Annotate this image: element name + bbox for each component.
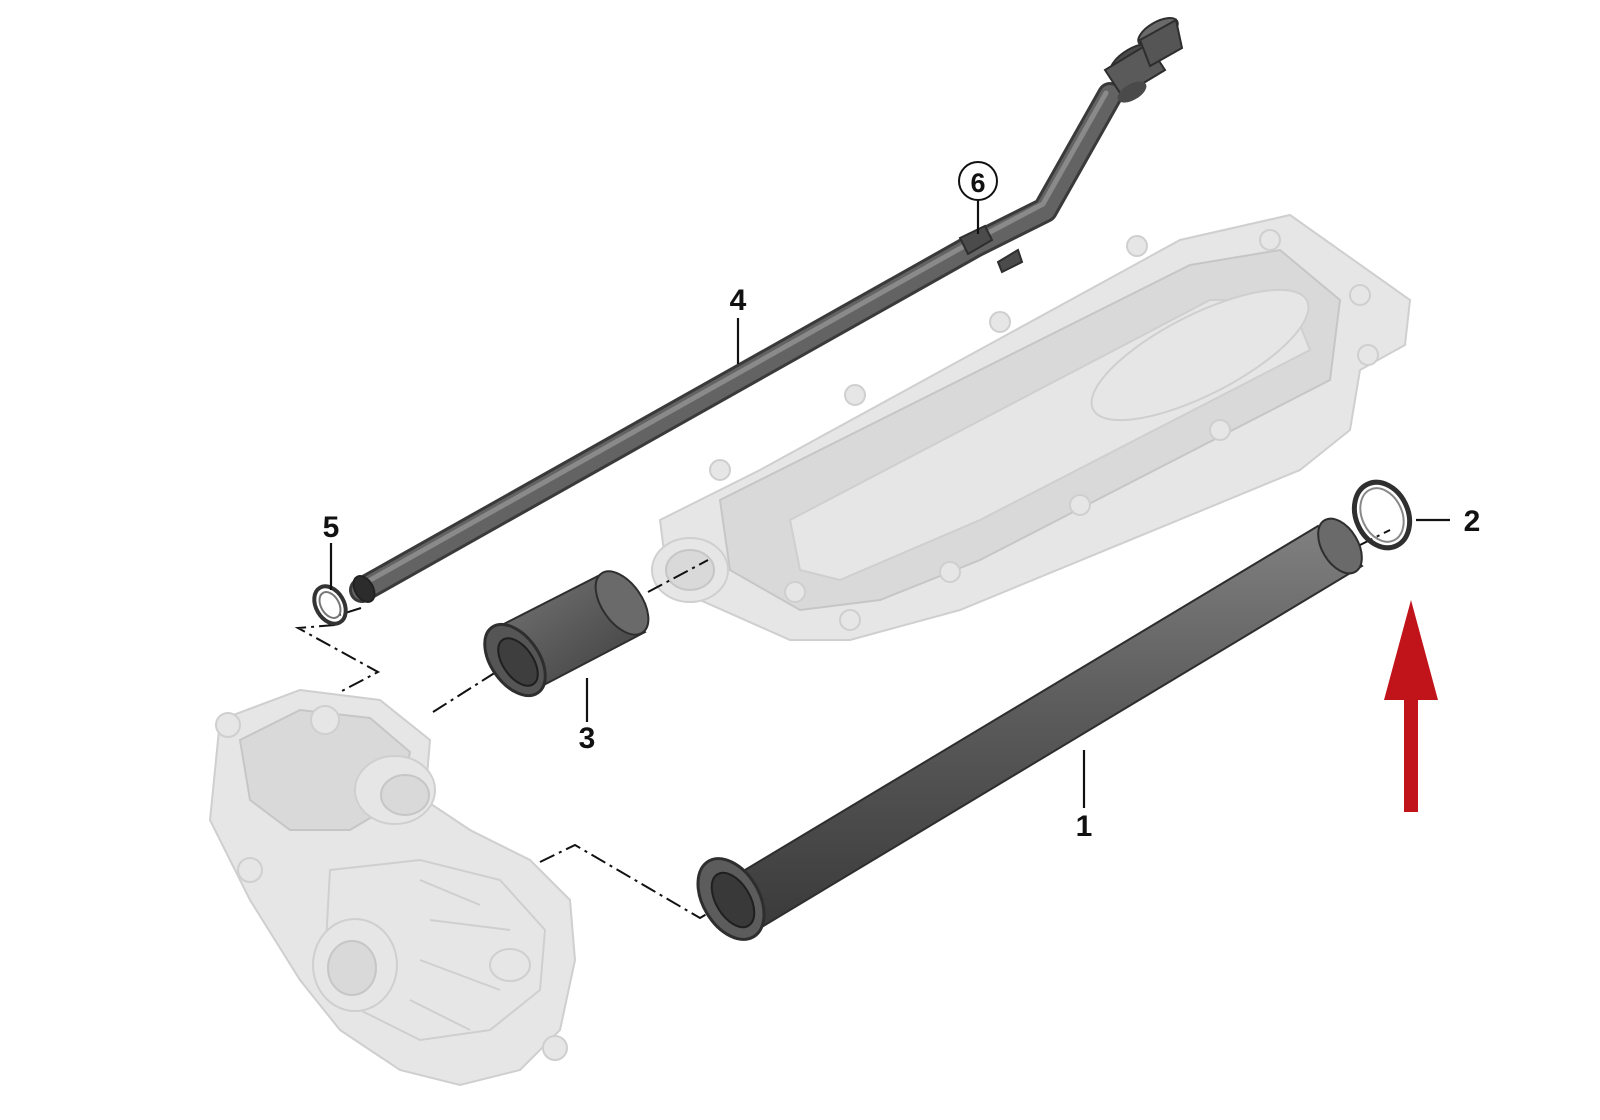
callout-number: 6 [970,168,985,198]
callout-5: 5 [323,511,340,544]
callout-number: 2 [1464,505,1481,538]
coolant-pipe-part-1[interactable] [684,511,1371,951]
tube-bracket [958,224,994,256]
callout-number: 4 [730,284,747,317]
dipstick-tube-part-4[interactable] [349,12,1184,605]
red-up-arrow-icon [1384,600,1438,812]
callout-3: 3 [579,722,596,755]
callout-2: 2 [1464,505,1481,538]
water-pump-housing [208,688,577,1087]
o-ring-part-2[interactable] [1344,473,1420,557]
callout-number: 5 [323,511,340,544]
callout-6: 6 [958,161,998,201]
o-ring-part-5[interactable] [308,581,352,630]
callout-circle [958,161,998,201]
connector-sleeve-part-3[interactable] [472,562,659,706]
callout-1: 1 [1076,810,1093,843]
dipstick-cap [1103,17,1184,103]
callout-4: 4 [730,284,747,317]
callout-number: 1 [1076,810,1093,843]
leader-lines [329,198,1450,808]
oil-pan-housing [651,213,1412,641]
callout-number: 3 [579,722,596,755]
